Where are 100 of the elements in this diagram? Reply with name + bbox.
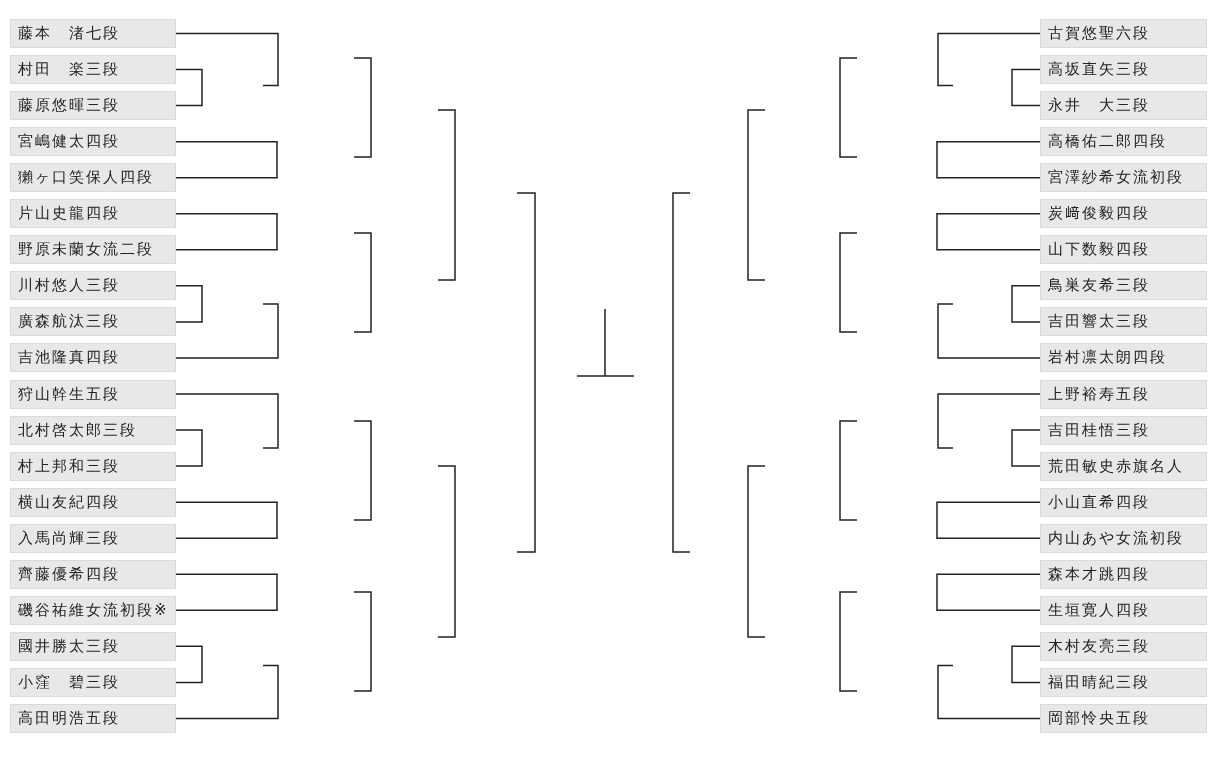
bracket-line (936, 573, 1041, 612)
player-name: 鳥巣友希三段 (1048, 276, 1150, 296)
name-plate (1040, 595, 1207, 625)
name-plate (10, 199, 176, 229)
player-name: 吉田響太三段 (1048, 312, 1150, 332)
player-name: 横山友紀四段 (18, 492, 120, 512)
name-plate (10, 235, 176, 265)
name-plate (10, 343, 176, 373)
name-plate (1040, 19, 1207, 48)
player-name: 獺ヶ口笑保人四段 (18, 168, 154, 188)
name-plate (10, 271, 176, 301)
bracket-line (175, 501, 278, 539)
bracket-line (175, 68, 203, 107)
bracket-line (936, 501, 1041, 539)
name-plate (10, 523, 176, 553)
name-plate (10, 307, 176, 337)
player-name: 藤本 渚七段 (18, 24, 120, 43)
name-plate (1040, 379, 1207, 409)
name-plate (1040, 703, 1207, 733)
player-name: 小山直希四段 (1048, 492, 1150, 512)
name-plate (1040, 667, 1207, 697)
player-name: 北村啓太郎三段 (18, 420, 137, 440)
bracket-line (175, 429, 203, 467)
player-name: 宮嶋健太四段 (18, 132, 120, 152)
name-plate (10, 631, 176, 661)
player-name: 高坂直矢三段 (1048, 60, 1150, 80)
player-name: 川村悠人三段 (18, 276, 120, 296)
name-plate (1040, 559, 1207, 589)
bracket-line (937, 664, 1041, 720)
bracket-line (175, 285, 203, 323)
name-plate (10, 559, 176, 589)
player-name: 古賀悠聖六段 (1048, 24, 1150, 43)
bracket-line (1011, 429, 1041, 467)
bracket-line (175, 213, 278, 251)
name-plate (1040, 451, 1207, 481)
name-plate (1040, 271, 1207, 301)
player-name: 國井勝太三段 (18, 636, 120, 656)
name-plate (10, 451, 176, 481)
name-plate (10, 379, 176, 409)
player-name: 廣森航汰三段 (18, 312, 120, 332)
name-plate (10, 91, 176, 121)
bracket-line (937, 393, 1041, 449)
bracket-line (1011, 645, 1041, 684)
player-name: 高橋佑二郎四段 (1048, 132, 1167, 152)
player-name: 齊藤優希四段 (18, 564, 120, 584)
player-name: 内山あや女流初段 (1048, 528, 1184, 548)
name-plate (1040, 199, 1207, 229)
bracket-line (175, 645, 203, 684)
name-plate (1040, 415, 1207, 445)
name-plate (1040, 523, 1207, 553)
bracket-line (1011, 68, 1041, 107)
name-plate (1040, 163, 1207, 193)
player-name: 村上邦和三段 (18, 456, 120, 476)
player-name: 炭﨑俊毅四段 (1048, 204, 1150, 224)
player-name: 荒田敏史赤旗名人 (1048, 456, 1184, 476)
name-plate (10, 415, 176, 445)
player-name: 村田 楽三段 (18, 60, 120, 80)
name-plate (10, 595, 176, 625)
player-name: 木村友亮三段 (1048, 636, 1150, 656)
name-plate (10, 19, 176, 48)
player-name: 入馬尚輝三段 (18, 528, 120, 548)
bracket-line (937, 32, 1041, 87)
player-name: 狩山幹生五段 (18, 384, 120, 404)
name-plate (10, 703, 176, 733)
name-plate (1040, 127, 1207, 157)
player-name: 藤原悠暉三段 (18, 96, 120, 116)
bracket-line (175, 664, 279, 720)
bracket-line (936, 140, 1041, 179)
player-name: 高田明浩五段 (18, 708, 120, 728)
name-plate (1040, 307, 1207, 337)
name-plate (1040, 343, 1207, 373)
name-plate (1040, 487, 1207, 517)
player-name: 片山史龍四段 (18, 204, 120, 224)
player-name: 磯谷祐維女流初段※ (18, 600, 169, 620)
name-plate (10, 55, 176, 85)
bracket-line (175, 32, 279, 87)
name-plate (10, 127, 176, 157)
name-plate (10, 163, 176, 193)
player-name: 吉田桂悟三段 (1048, 420, 1150, 440)
name-plate (10, 667, 176, 697)
bracket-line (175, 573, 278, 612)
bracket-line (937, 303, 1041, 359)
name-plate (1040, 631, 1207, 661)
bracket-line (175, 303, 279, 359)
player-name: 生垣寛人四段 (1048, 600, 1150, 620)
bracket-line (936, 213, 1041, 251)
player-name: 森本才跳四段 (1048, 564, 1150, 584)
player-name: 岡部怜央五段 (1048, 708, 1150, 728)
player-name: 宮澤紗希女流初段 (1048, 168, 1184, 188)
player-name: 永井 大三段 (1048, 96, 1150, 116)
name-plate (1040, 91, 1207, 121)
player-name: 岩村凛太朗四段 (1048, 348, 1167, 368)
bracket-line (1011, 285, 1041, 323)
bracket-line (175, 140, 278, 179)
player-name: 上野裕寿五段 (1048, 384, 1150, 404)
bracket-line (175, 393, 279, 449)
player-name: 野原未蘭女流二段 (18, 240, 154, 260)
name-plate (1040, 55, 1207, 85)
player-name: 福田晴紀三段 (1048, 672, 1150, 692)
name-plate (1040, 235, 1207, 265)
